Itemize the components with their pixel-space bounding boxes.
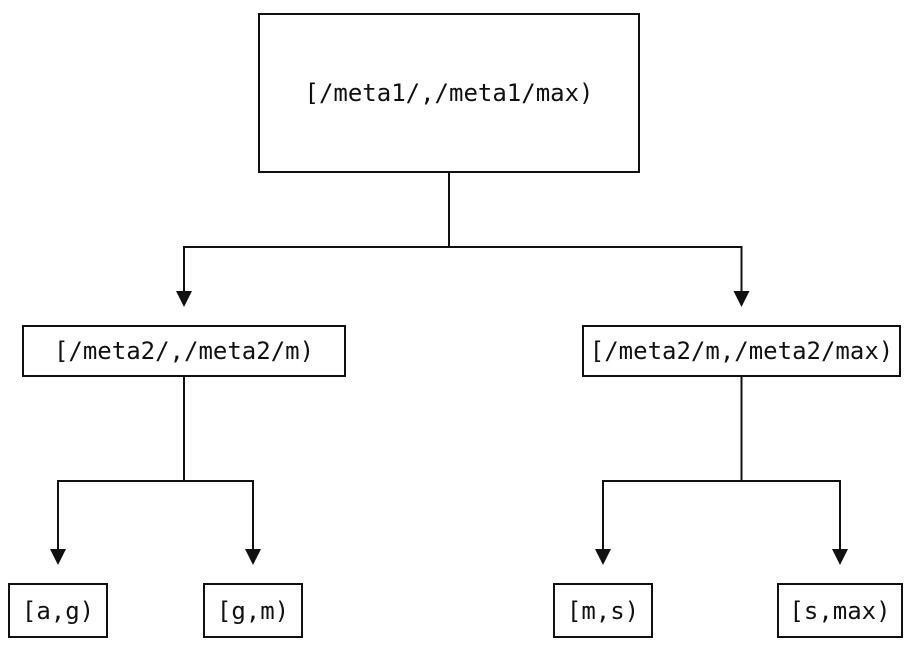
edge-arrowhead-icon: [595, 549, 611, 565]
edge-arrowhead-icon: [832, 549, 848, 565]
tree-node-leaf-ag: [a,g): [8, 583, 108, 638]
tree-node-leaf-ag-label: [a,g): [21, 596, 95, 625]
tree-node-leaf-gm: [g,m): [203, 583, 303, 638]
tree-node-leaf-smax: [s,max): [777, 583, 903, 638]
tree-node-root: [/meta1/,/meta1/max): [258, 13, 640, 173]
tree-node-meta2-left-label: [/meta2/,/meta2/m): [53, 337, 315, 365]
tree-node-meta2-right: [/meta2/m,/meta2/max): [582, 325, 901, 377]
tree-node-leaf-gm-label: [g,m): [216, 596, 290, 625]
tree-node-meta2-left: [/meta2/,/meta2/m): [22, 325, 346, 377]
tree-node-leaf-ms: [m,s): [553, 583, 653, 638]
tree-node-leaf-ms-label: [m,s): [566, 596, 640, 625]
edge-arrowhead-icon: [176, 291, 192, 307]
tree-node-meta2-right-label: [/meta2/m,/meta2/max): [589, 337, 894, 365]
edge-arrowhead-icon: [50, 549, 66, 565]
edge-arrowhead-icon: [245, 549, 261, 565]
edge-arrowhead-icon: [733, 291, 750, 307]
tree-node-leaf-smax-label: [s,max): [789, 596, 891, 625]
tree-node-root-label: [/meta1/,/meta1/max): [304, 79, 594, 107]
